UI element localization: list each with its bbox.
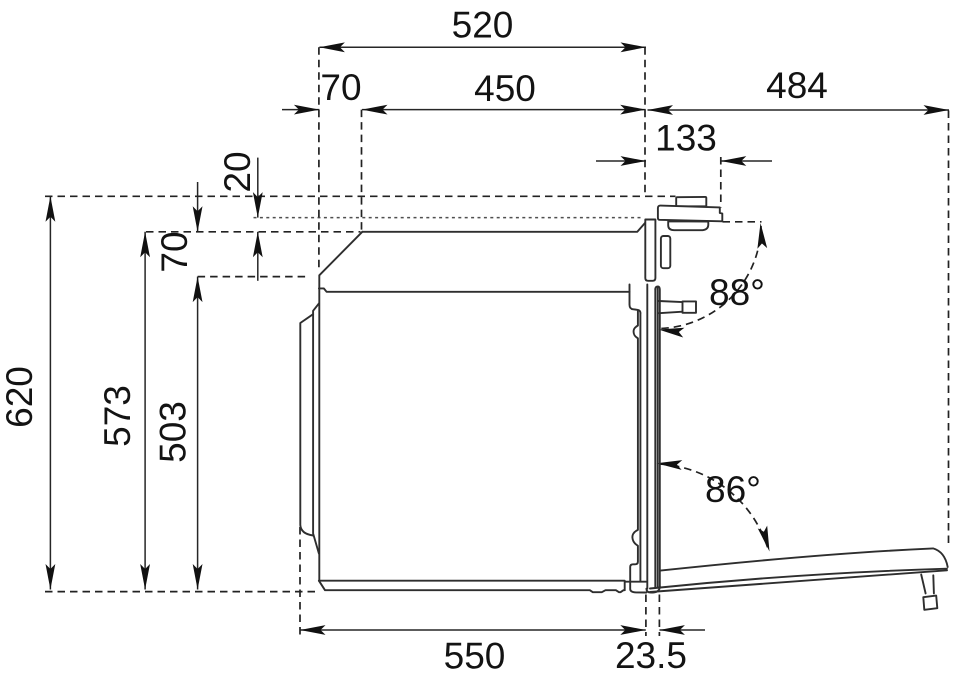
svg-text:484: 484 bbox=[766, 65, 828, 106]
svg-text:133: 133 bbox=[655, 118, 717, 159]
svg-text:550: 550 bbox=[444, 636, 506, 677]
svg-text:573: 573 bbox=[97, 385, 138, 447]
svg-text:70: 70 bbox=[154, 231, 195, 272]
svg-text:620: 620 bbox=[0, 366, 40, 428]
svg-text:450: 450 bbox=[474, 68, 536, 109]
svg-text:503: 503 bbox=[153, 401, 194, 463]
svg-text:70: 70 bbox=[320, 67, 361, 108]
svg-text:86°: 86° bbox=[705, 469, 761, 510]
svg-text:88°: 88° bbox=[709, 272, 765, 313]
svg-text:23.5: 23.5 bbox=[615, 635, 687, 676]
svg-text:520: 520 bbox=[452, 5, 514, 46]
svg-text:20: 20 bbox=[217, 151, 258, 192]
